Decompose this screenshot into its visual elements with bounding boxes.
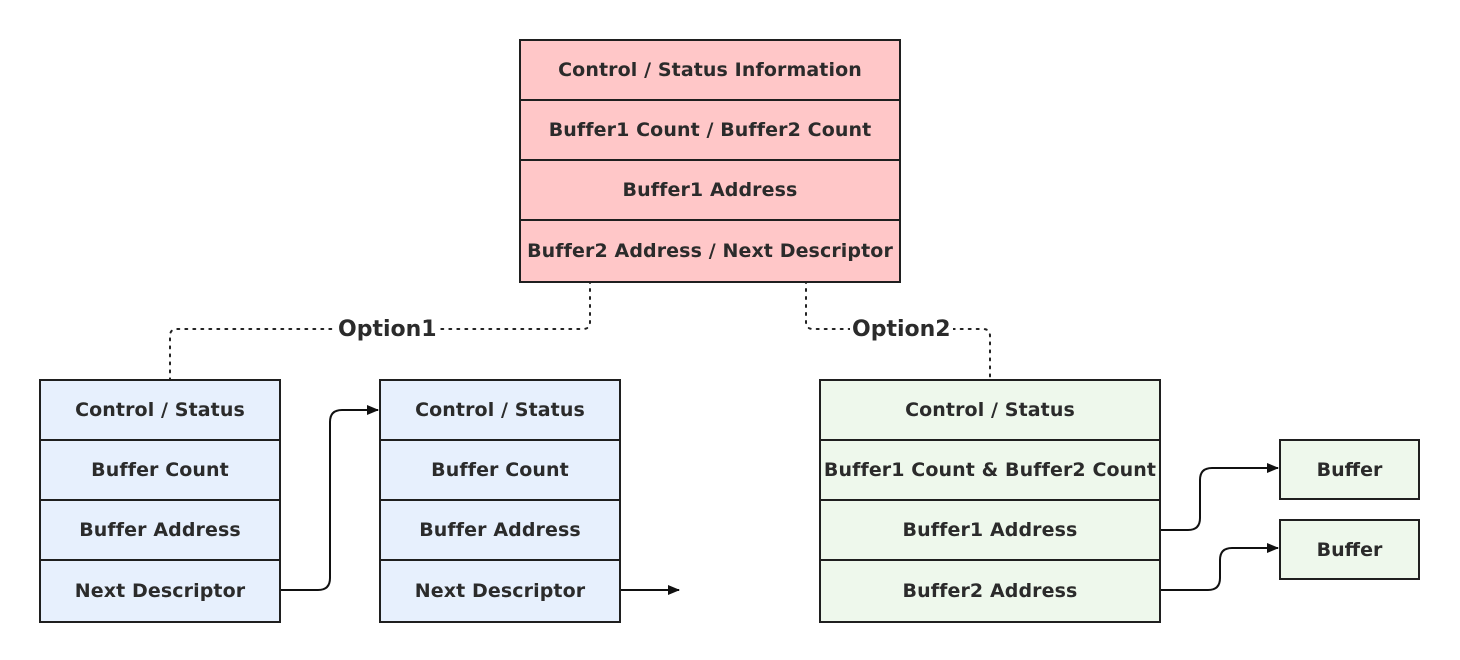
main-buffer1-address-row: Buffer1 Address xyxy=(521,161,899,221)
buffer2-address-arrow xyxy=(1161,543,1279,591)
chain2-next-descriptor-row: Next Descriptor xyxy=(381,561,619,621)
chain2-buffer-count-row: Buffer Count xyxy=(381,441,619,501)
chain1-control-status-row: Control / Status xyxy=(41,381,279,441)
option2-label: Option2 xyxy=(850,317,953,343)
chain1-next-descriptor-row: Next Descriptor xyxy=(41,561,279,621)
chain1-buffer-count-row: Buffer Count xyxy=(41,441,279,501)
chain1-buffer-address-row: Buffer Address xyxy=(41,501,279,561)
ring-control-status-row: Control / Status xyxy=(821,381,1159,441)
ring-buffer-counts-row: Buffer1 Count & Buffer2 Count xyxy=(821,441,1159,501)
chain-descriptor-1: Control / Status Buffer Count Buffer Add… xyxy=(39,379,281,623)
ring-buffer2-address-row: Buffer2 Address xyxy=(821,561,1159,621)
main-control-status-row: Control / Status Information xyxy=(521,41,899,101)
buffer1-address-arrow xyxy=(1161,463,1279,531)
main-buffer2-next-row: Buffer2 Address / Next Descriptor xyxy=(521,221,899,281)
buffer-box-1: Buffer xyxy=(1279,439,1420,500)
chain-descriptor-2: Control / Status Buffer Count Buffer Add… xyxy=(379,379,621,623)
ring-descriptor: Control / Status Buffer1 Count & Buffer2… xyxy=(819,379,1161,623)
main-buffer-count-row: Buffer1 Count / Buffer2 Count xyxy=(521,101,899,161)
main-descriptor: Control / Status Information Buffer1 Cou… xyxy=(519,39,901,283)
buffer-box-2: Buffer xyxy=(1279,519,1420,580)
chain2-buffer-address-row: Buffer Address xyxy=(381,501,619,561)
chain2-control-status-row: Control / Status xyxy=(381,381,619,441)
option1-label: Option1 xyxy=(336,317,439,343)
ring-buffer1-address-row: Buffer1 Address xyxy=(821,501,1159,561)
next-descriptor-arrow-1 xyxy=(281,405,379,591)
